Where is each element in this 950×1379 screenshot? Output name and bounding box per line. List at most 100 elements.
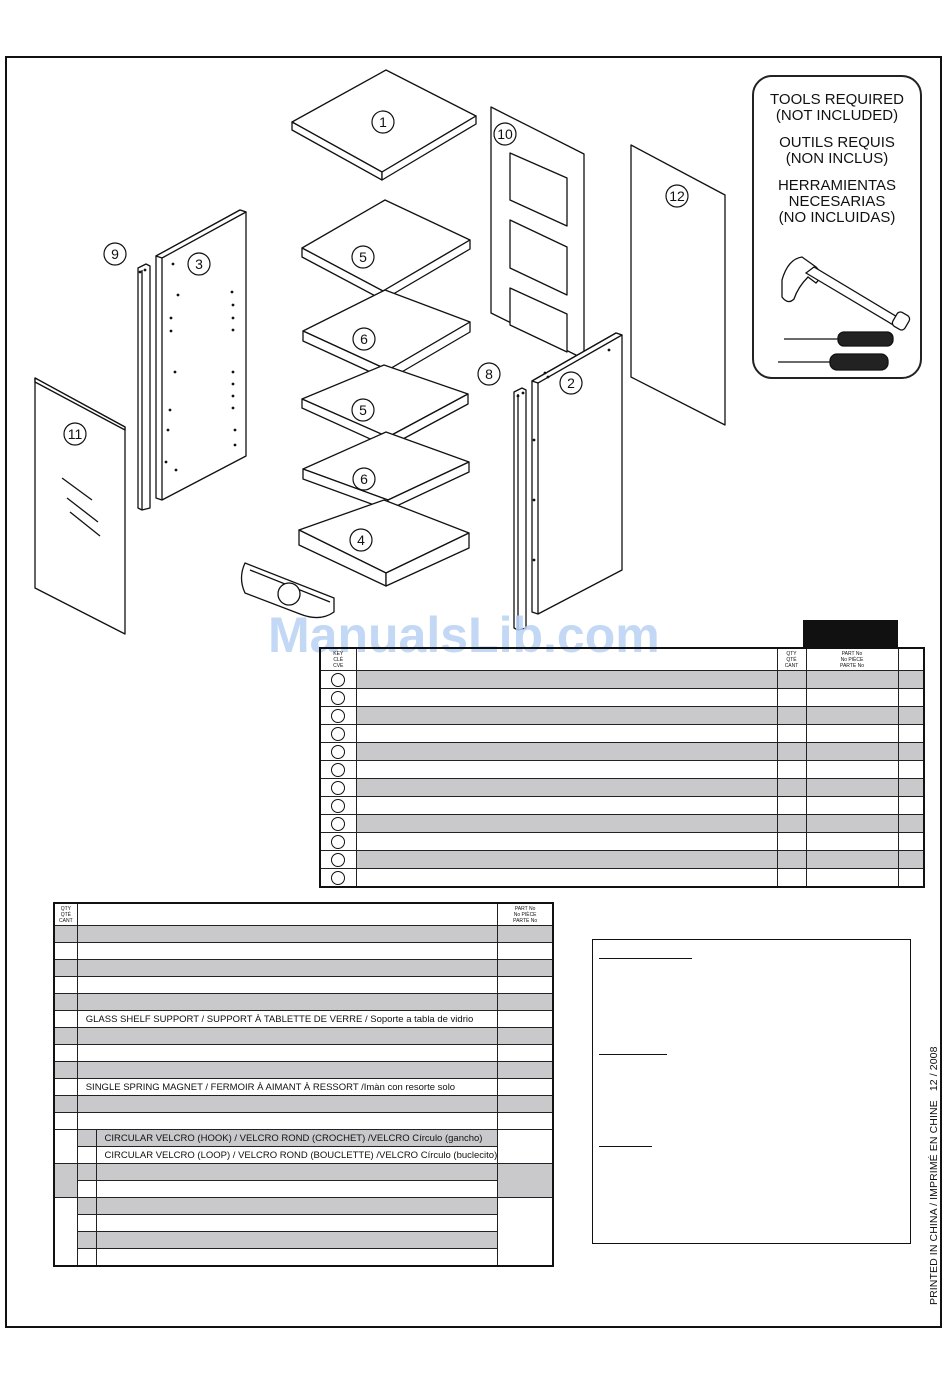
table-row — [53, 1163, 554, 1198]
callout-part-1: 1 — [371, 110, 395, 134]
screwdriver-phillips-icon — [778, 353, 889, 371]
hole-dot — [143, 268, 147, 272]
part-12-back-panel — [630, 144, 726, 426]
spring-magnet-label: SINGLE SPRING MAGNET / FERMOIR À AIMANT … — [76, 1078, 499, 1096]
key-circle — [331, 690, 346, 705]
hole-dot — [231, 303, 235, 307]
hole-dot — [516, 394, 520, 398]
table-row — [319, 742, 925, 761]
callout-part-2: 2 — [559, 371, 583, 395]
hole-dot — [169, 316, 173, 320]
hole-dot — [233, 443, 237, 447]
extra-header — [897, 647, 925, 671]
tools-en-line-2: (NOT INCLUDED) — [775, 107, 899, 124]
table-row — [319, 868, 925, 888]
notes-heading-line-1 — [599, 958, 692, 959]
tools-french: OUTILS REQUIS (NON INCLUS) — [754, 135, 920, 167]
tools-en-line-1: TOOLS REQUIRED — [770, 91, 904, 108]
hole-dot — [532, 558, 536, 562]
table-row — [319, 814, 925, 833]
part-10-back-frame — [490, 106, 585, 360]
hole-dot — [231, 394, 235, 398]
callout-label: 4 — [357, 532, 365, 548]
part-5-shelf-upper — [301, 199, 471, 301]
table-row: CIRCULAR VELCRO (LOOP) / VELCRO ROND (BO… — [54, 1146, 553, 1164]
part-3-left-side — [155, 209, 247, 501]
callout-part-11: 11 — [63, 422, 87, 446]
tools-fr-line-1: OUTILS REQUIS — [779, 134, 895, 151]
callout-label: 9 — [111, 246, 119, 262]
table-row — [54, 1248, 553, 1267]
tools-fr-line-2: (NON INCLUS) — [785, 150, 889, 167]
callout-label: 2 — [567, 375, 575, 391]
key-circle — [331, 870, 346, 885]
part-6-shelf-lower — [302, 431, 470, 511]
table-row — [53, 925, 554, 943]
hole-dot — [532, 438, 536, 442]
table-row — [54, 1214, 553, 1232]
velcro-loop-label: CIRCULAR VELCRO (LOOP) / VELCRO ROND (BO… — [95, 1146, 499, 1164]
glass-shelf-support-label: GLASS SHELF SUPPORT / SUPPORT À TABLETTE… — [76, 1010, 499, 1028]
callout-label: 5 — [359, 402, 367, 418]
hole-dot — [231, 406, 235, 410]
table-row — [53, 1044, 554, 1062]
key-circle — [331, 852, 346, 867]
key-circle — [331, 798, 346, 813]
key-circle — [331, 726, 346, 741]
callout-part-8: 8 — [477, 362, 501, 386]
notes-heading-line-3 — [599, 1146, 652, 1147]
key-circle — [331, 780, 346, 795]
table-row — [319, 796, 925, 815]
part-11-glass-door — [34, 377, 126, 635]
hammer-icon — [781, 256, 911, 331]
key-circle — [331, 744, 346, 759]
hole-dot — [546, 375, 550, 379]
table-row: SINGLE SPRING MAGNET / FERMOIR À AIMANT … — [53, 1078, 554, 1096]
key-circle — [331, 762, 346, 777]
callout-part-3: 3 — [187, 252, 211, 276]
hole-dot — [176, 293, 180, 297]
table-row: GLASS SHELF SUPPORT / SUPPORT À TABLETTE… — [53, 1010, 554, 1028]
tools-es-line-3: (NO INCLUIDAS) — [778, 209, 896, 226]
table-row — [53, 942, 554, 960]
table-row: CIRCULAR VELCRO (HOOK) / VELCRO ROND (CR… — [53, 1129, 554, 1164]
key-circle — [331, 708, 346, 723]
part-4-bottom — [298, 499, 470, 587]
tools-required-box: TOOLS REQUIRED (NOT INCLUDED) OUTILS REQ… — [752, 75, 922, 379]
table-row — [54, 1180, 553, 1198]
table-row — [53, 959, 554, 977]
hole-dot — [138, 270, 142, 274]
table-row — [319, 670, 925, 689]
hole-dot — [233, 428, 237, 432]
base-toe-kick — [240, 562, 335, 619]
hole-dot — [230, 290, 234, 294]
callout-label: 10 — [497, 126, 513, 142]
tools-english: TOOLS REQUIRED (NOT INCLUDED) — [754, 92, 920, 124]
hole-dot — [168, 408, 172, 412]
hole-dot — [532, 498, 536, 502]
part-8-right-strip — [513, 387, 527, 631]
key-circle — [331, 834, 346, 849]
callout-part-6: 6 — [352, 467, 376, 491]
callout-label: 12 — [669, 188, 685, 204]
parts-table-header-block — [803, 620, 898, 648]
table-row — [53, 1061, 554, 1079]
callout-part-5: 5 — [351, 245, 375, 269]
callout-part-12: 12 — [665, 184, 689, 208]
velcro-hook-label: CIRCULAR VELCRO (HOOK) / VELCRO ROND (CR… — [95, 1129, 499, 1147]
screwdriver-flat-icon — [784, 331, 894, 347]
hole-dot — [166, 428, 170, 432]
hole-dot — [607, 348, 611, 352]
hole-dot — [164, 460, 168, 464]
callout-label: 6 — [360, 331, 368, 347]
callout-label: 5 — [359, 249, 367, 265]
callout-label: 11 — [68, 426, 83, 442]
